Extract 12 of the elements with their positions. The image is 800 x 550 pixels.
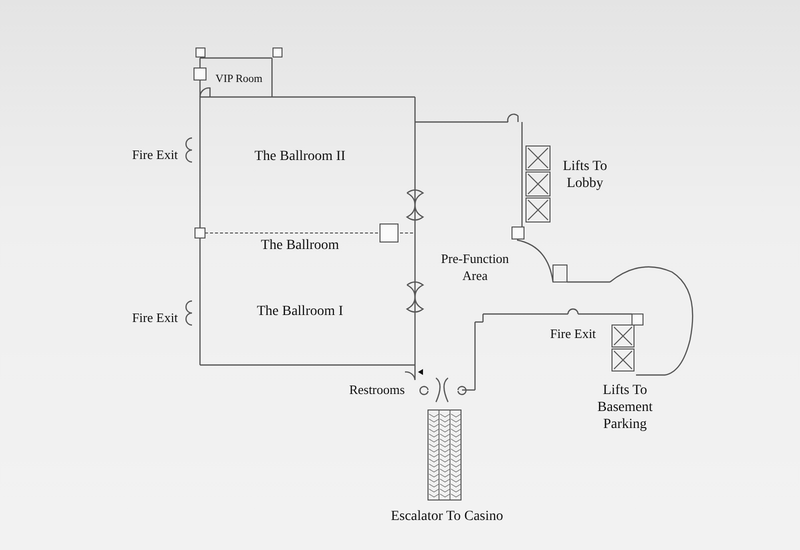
room-label: The Ballroom I: [256, 303, 344, 320]
escalator-label: Escalator To Casino: [390, 508, 504, 525]
lift-label: Lifts To Basement Parking: [596, 382, 654, 433]
room-label: The Ballroom: [260, 237, 340, 254]
exit-label: Fire Exit: [131, 309, 179, 326]
room-label: VIP Room: [214, 72, 264, 87]
room-label: The Ballroom II: [254, 148, 346, 165]
area-label: Pre-Function Area: [440, 250, 510, 284]
exit-label: Fire Exit: [131, 146, 179, 163]
room-label: Restrooms: [348, 381, 406, 398]
exit-label: Fire Exit: [549, 325, 597, 342]
lift-label: Lifts To Lobby: [562, 158, 608, 192]
